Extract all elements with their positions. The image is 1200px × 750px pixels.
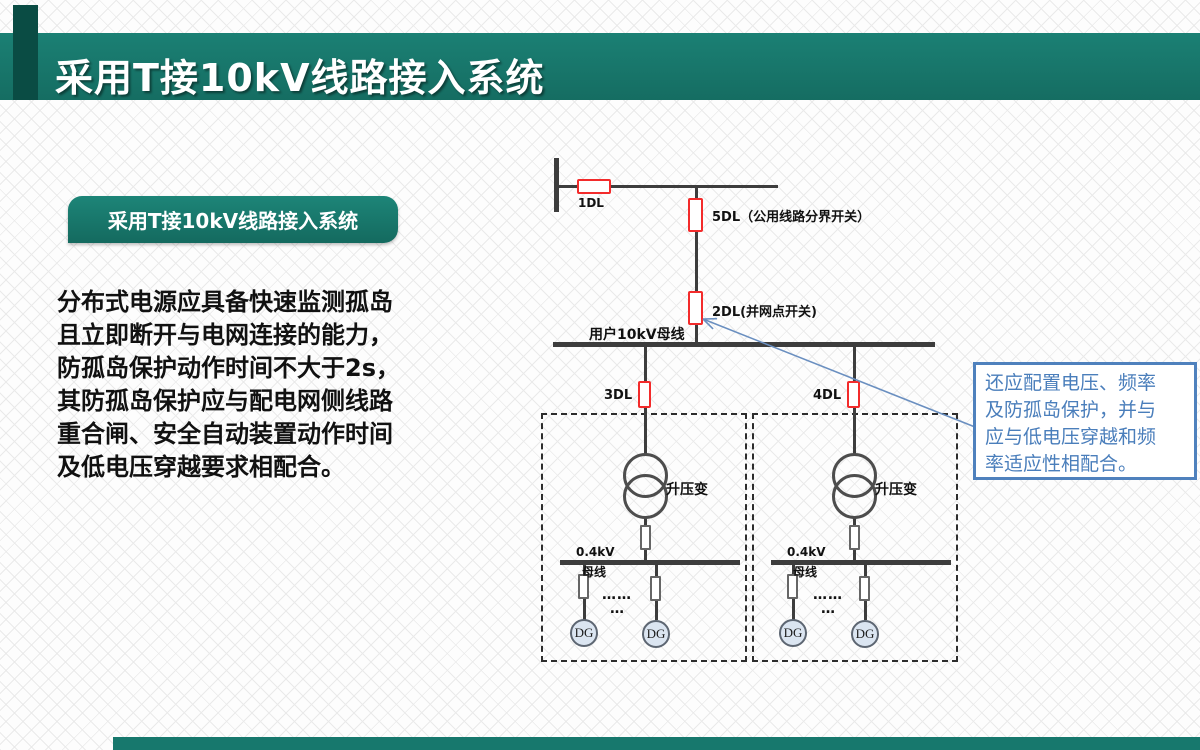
lv-bus-label: 母线: [582, 565, 607, 579]
connector-line: [792, 565, 795, 574]
connector-line: [644, 517, 647, 525]
connector-line: [655, 601, 658, 620]
connector-line: [864, 601, 867, 620]
body-line: 及低电压穿越要求相配合。: [57, 453, 345, 481]
breaker-1dl-icon: [577, 179, 611, 194]
lv-voltage-label: 0.4kV: [576, 545, 615, 559]
body-line: 重合闸、安全自动装置动作时间: [57, 420, 393, 448]
connector-line: [864, 565, 867, 576]
callout-box: 还应配置电压、频率 及防孤岛保护，并与 应与低电压穿越和频 率适应性相配合。: [973, 362, 1197, 480]
transformer-label: 升压变: [875, 482, 917, 498]
section-badge: 采用T接10kV线路接入系统: [68, 196, 398, 243]
connector-line: [583, 565, 586, 574]
ellipsis: …: [821, 601, 836, 617]
breaker-3dl-label: 3DL: [604, 388, 633, 403]
connector-line: [792, 599, 795, 620]
breaker-2dl-icon: [688, 291, 703, 325]
breaker-3dl-icon: [638, 381, 651, 408]
lv-voltage-label: 0.4kV: [787, 545, 826, 559]
transformer-icon: [623, 474, 668, 519]
ellipsis: ……: [813, 587, 843, 603]
body-line: 分布式电源应具备快速监测孤岛: [57, 288, 393, 316]
breaker-4dl-icon: [847, 381, 860, 408]
dg-breaker-icon: [787, 574, 798, 599]
body-paragraph: 分布式电源应具备快速监测孤岛 且立即断开与电网连接的能力， 防孤岛保护动作时间不…: [57, 286, 457, 484]
dg-breaker-icon: [578, 574, 589, 599]
dg-node: DG: [851, 620, 879, 648]
lv-bus-bar: [771, 560, 951, 565]
body-line: 且立即断开与电网连接的能力，: [57, 321, 393, 349]
title-bar: [0, 33, 1200, 100]
connector-line: [853, 550, 856, 562]
breaker-1dl-label: 1DL: [578, 196, 604, 210]
tie-line: [695, 187, 698, 344]
lv-breaker-icon: [849, 525, 860, 550]
breaker-5dl-icon: [688, 198, 703, 232]
breaker-2dl-label: 2DL(并网点开关): [712, 305, 818, 320]
connector-line: [644, 550, 647, 562]
section-badge-label: 采用T接10kV线路接入系统: [107, 209, 359, 233]
callout-line: 还应配置电压、频率: [985, 372, 1157, 394]
lv-bus-bar: [560, 560, 740, 565]
breaker-4dl-label: 4DL: [813, 388, 842, 403]
corner-accent-strip: [13, 5, 38, 100]
ellipsis: …: [610, 601, 625, 617]
feeder-line: [556, 185, 778, 188]
dg-node: DG: [570, 619, 598, 647]
dg-node: DG: [779, 619, 807, 647]
slide-title: 采用T接10kV线路接入系统: [55, 56, 545, 100]
connector-line: [853, 517, 856, 525]
user-bus-label: 用户10kV母线: [589, 327, 685, 343]
transformer-label: 升压变: [666, 482, 708, 498]
transformer-icon: [832, 474, 877, 519]
callout-line: 应与低电压穿越和频: [985, 426, 1157, 448]
bottom-accent-bar: [113, 737, 1200, 750]
lv-bus-label: 母线: [793, 565, 818, 579]
callout-line: 及防孤岛保护，并与: [985, 399, 1157, 421]
connector-line: [583, 599, 586, 620]
dg-node: DG: [642, 620, 670, 648]
callout-line: 率适应性相配合。: [985, 453, 1138, 475]
body-line: 防孤岛保护动作时间不大于2s，: [57, 354, 400, 382]
lv-breaker-icon: [640, 525, 651, 550]
connector-line: [655, 565, 658, 576]
body-line: 其防孤岛保护应与配电网侧线路: [57, 387, 393, 415]
ellipsis: ……: [602, 587, 632, 603]
dg-breaker-icon: [859, 576, 870, 601]
breaker-5dl-label: 5DL（公用线路分界开关）: [712, 210, 871, 225]
dg-breaker-icon: [650, 576, 661, 601]
